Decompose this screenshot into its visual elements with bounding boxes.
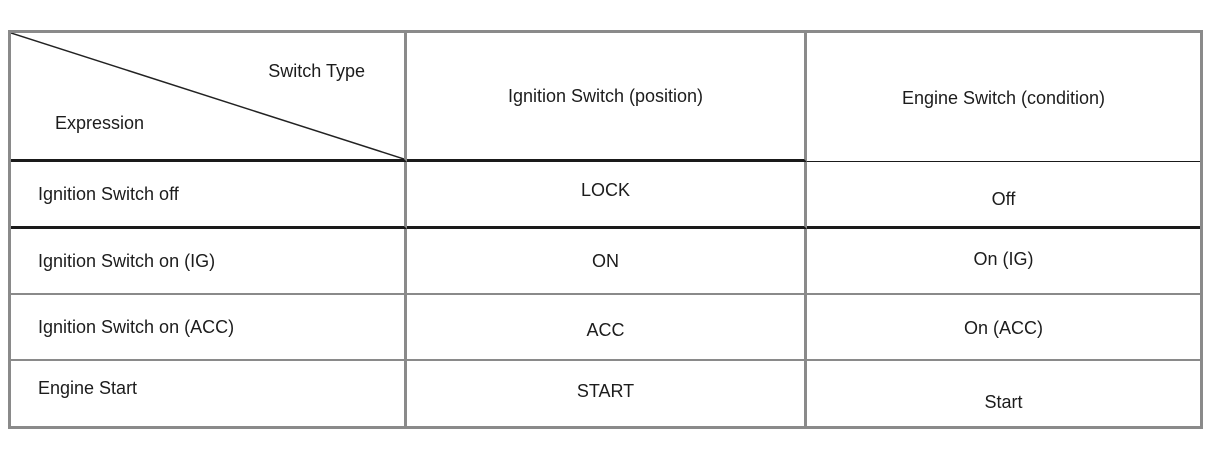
cell-text: Off <box>991 189 1016 209</box>
expression-cell: Engine Start <box>11 361 407 426</box>
engine-condition-cell: On (ACC) <box>807 295 1200 361</box>
cell-text: Start <box>984 391 1023 412</box>
ignition-position-cell: START <box>407 361 807 426</box>
engine-condition-cell: Off <box>807 162 1200 229</box>
cell-text: LOCK <box>580 180 631 200</box>
cell-text: On (ACC) <box>963 318 1043 338</box>
expression-cell: Ignition Switch off <box>11 162 407 229</box>
ignition-position-cell: LOCK <box>407 162 807 229</box>
cell-text: On (IG) <box>973 249 1034 269</box>
corner-bottom-label: Expression <box>55 113 145 133</box>
cell-text: START <box>576 380 635 401</box>
expression-cell: Ignition Switch on (ACC) <box>11 295 407 361</box>
engine-condition-cell: On (IG) <box>807 229 1200 295</box>
expression-cell: Ignition Switch on (IG) <box>11 229 407 295</box>
ignition-position-cell: ACC <box>407 295 807 361</box>
engine-condition-cell: Start <box>807 361 1200 426</box>
corner-top-label: Switch Type <box>268 61 365 81</box>
corner-header-cell: Switch Type Expression <box>11 33 407 162</box>
switch-type-table: Switch Type Expression Ignition Switch (… <box>8 30 1203 429</box>
column-header-ignition: Ignition Switch (position) <box>407 33 807 162</box>
diagonal-line <box>11 33 404 159</box>
column-header-engine: Engine Switch (condition) <box>807 35 1200 164</box>
ignition-position-cell: ON <box>407 229 807 295</box>
cell-text: Engine Start <box>38 377 138 398</box>
cell-text: ACC <box>586 320 625 340</box>
